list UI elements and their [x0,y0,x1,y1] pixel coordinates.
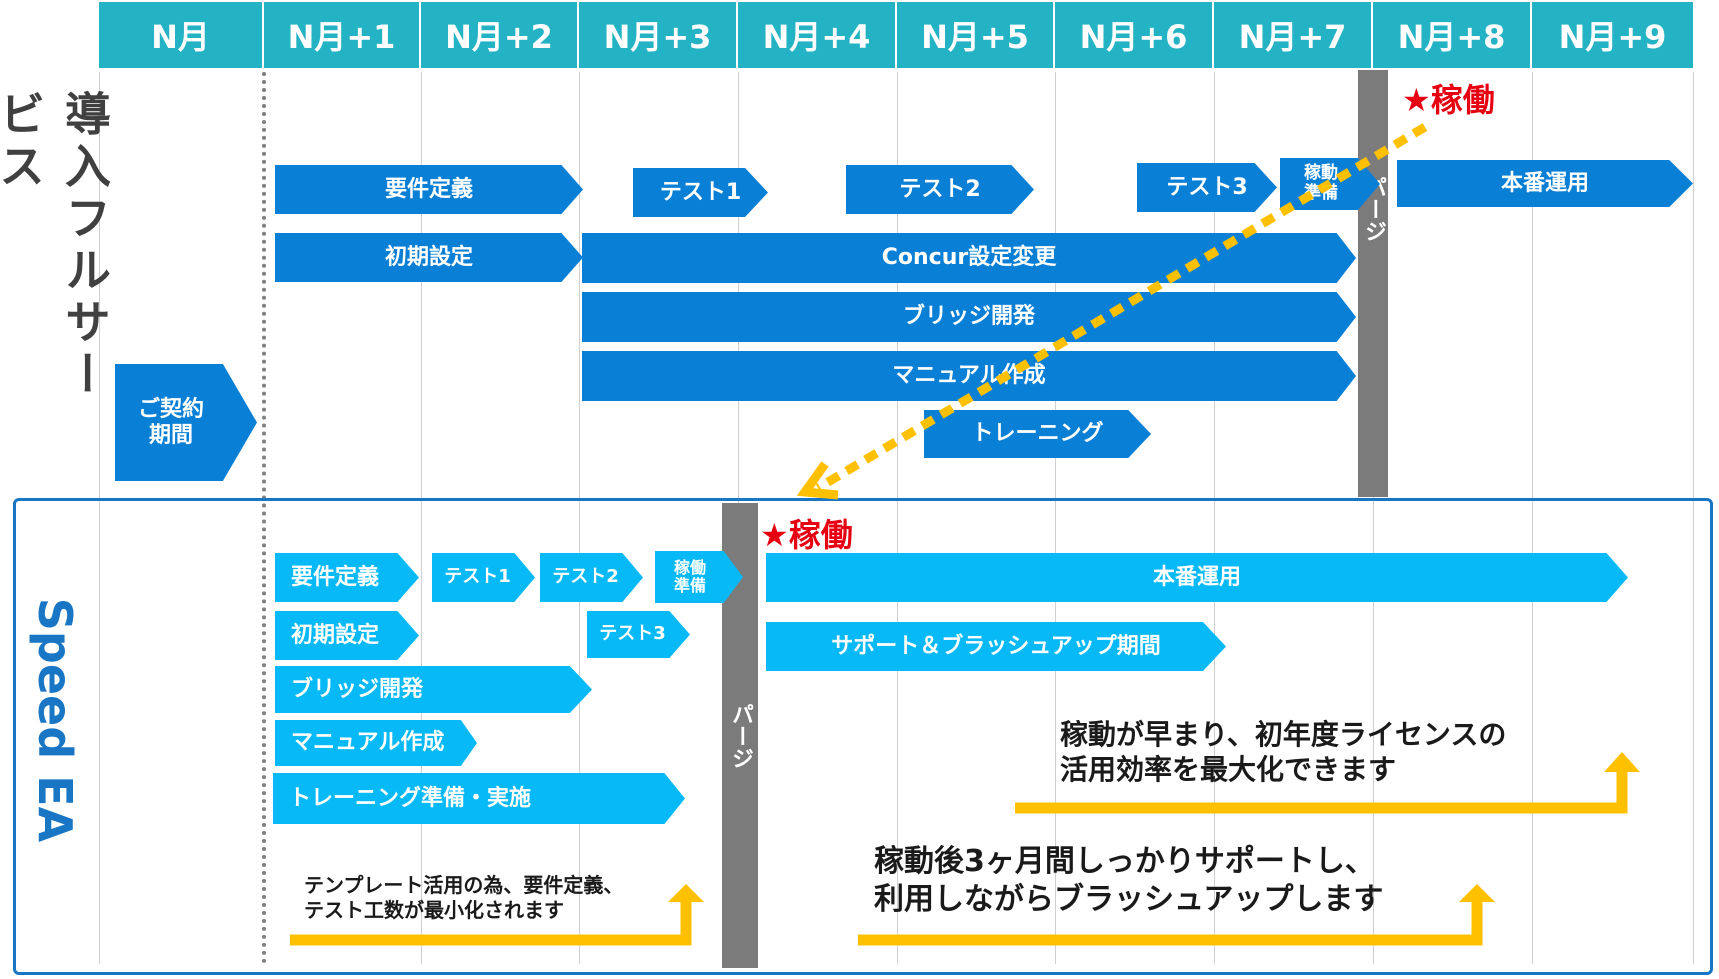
template-note: テンプレート活用の為、要件定義、 テスト工数が最小化されます [304,873,624,922]
grid-line [99,72,100,964]
speed-initial-setup-bar: 初期設定 [275,611,419,660]
full-bridge-dev-bar: ブリッジ開発 [582,292,1356,342]
grid-line [1693,72,1694,964]
full-training-bar: トレーニング [924,410,1151,458]
month-header-n: N月 [99,2,264,68]
support-note-arrowhead [1459,884,1495,902]
month-header-n1: N月+1 [264,2,421,68]
contract-divider [262,72,266,964]
full-concur-change-bar: Concur設定変更 [582,233,1356,283]
full-test2-bar: テスト2 [846,165,1034,214]
month-header-n8: N月+8 [1373,2,1532,68]
contract-period-bar: ご契約 期間 [115,364,257,481]
full-production-bar: 本番運用 [1397,160,1693,207]
speed-test2-bar: テスト2 [540,553,643,602]
month-header-n5: N月+5 [897,2,1055,68]
full-requirements-bar: 要件定義 [275,165,583,214]
license-note: 稼動が早まり、初年度ライセンスの 活用効率を最大化できます [1060,718,1507,786]
month-header-n4: N月+4 [738,2,897,68]
speed-training-bar: トレーニング準備・実施 [273,773,685,824]
full-manual-bar: マニュアル作成 [582,351,1356,401]
speed-manual-bar: マニュアル作成 [275,720,477,766]
grid-line [1532,72,1533,964]
go-live-shift-arrow [815,123,1428,492]
month-header-n3: N月+3 [579,2,738,68]
grid-line [421,72,422,964]
template-note-arrow [290,900,692,946]
speed-requirements-bar: 要件定義 [275,553,419,602]
full-purge-column: パージ [1358,70,1388,497]
grid-line [1373,72,1374,964]
speed-test1-bar: テスト1 [432,553,535,602]
full-test3-bar: テスト3 [1137,163,1277,212]
speed-bridge-dev-bar: ブリッジ開発 [275,666,592,713]
grid-line [1214,72,1215,964]
speed-go-live-prep-bar: 稼働 準備 [655,551,743,603]
support-note-arrow [858,900,1483,946]
full-go-live-label: ★稼働 [1402,81,1495,119]
go-live-shift-arrowhead [796,461,839,500]
speed-go-live-label: ★稼働 [760,516,853,554]
month-header-n7: N月+7 [1214,2,1373,68]
month-header-n9: N月+9 [1532,2,1693,68]
full-test1-bar: テスト1 [633,168,768,217]
grid-line [897,72,898,964]
grid-line [579,72,580,964]
speed-production-bar: 本番運用 [766,553,1628,602]
license-note-arrowhead [1604,752,1640,772]
speed-support-bar: サポート＆ブラッシュアップ期間 [766,622,1226,671]
month-header-n6: N月+6 [1055,2,1214,68]
speed-purge-label: パージ [728,702,753,769]
license-note-arrow [1015,770,1628,814]
grid-line [1055,72,1056,964]
full-initial-setup-bar: 初期設定 [275,233,583,282]
template-note-arrowhead [668,884,704,902]
support-note: 稼動後3ヶ月間しっかりサポートし、 利用しながらブラッシュアップします [874,844,1384,917]
month-header-n2: N月+2 [421,2,579,68]
speed-test3-bar: テスト3 [587,611,690,658]
speed-ea-frame [13,498,1713,975]
